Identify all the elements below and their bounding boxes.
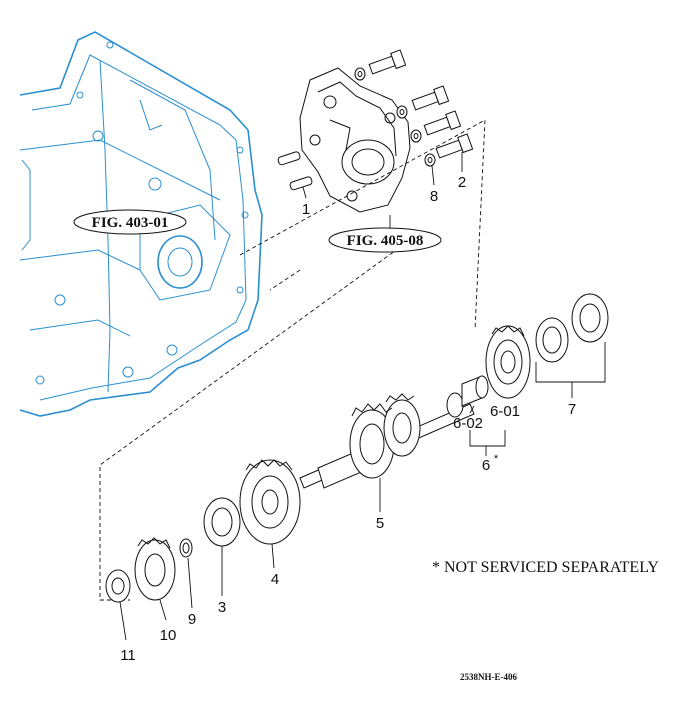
snap-ring (179, 538, 193, 558)
cover-bolts (368, 49, 474, 159)
callout-4: 4 (271, 571, 279, 588)
callouts: 1 2 8 5 4 3 9 10 11 6-02 6-01 6 * 7 (120, 174, 576, 664)
drawing-code: 2538NH-E-406 (460, 672, 517, 682)
bushing (461, 375, 489, 407)
large-gear (239, 459, 301, 545)
callout-6-01: 6-01 (490, 403, 520, 420)
callout-6-02: 6-02 (453, 415, 483, 432)
gear-6-01 (485, 325, 531, 399)
not-serviced-note: * NOT SERVICED SEPARATELY (432, 559, 659, 576)
bearing-11 (105, 569, 131, 603)
fig-ref-cover-label: FIG. 405-08 (347, 233, 424, 249)
callout-6-asterisk: * (494, 453, 499, 465)
main-shaft (299, 392, 475, 489)
callout-2: 2 (458, 174, 466, 191)
cover-assembly (299, 67, 411, 213)
fig-ref-housing-label: FIG. 403-01 (92, 215, 169, 231)
dowel-pins (277, 151, 313, 191)
callout-9: 9 (188, 611, 196, 628)
small-gear (134, 537, 176, 601)
bearing-3 (203, 497, 241, 547)
callout-10: 10 (160, 627, 177, 644)
callout-8: 8 (430, 188, 438, 205)
bearing-pair (535, 293, 609, 363)
callout-6: 6 (482, 457, 490, 474)
callout-3: 3 (218, 599, 226, 616)
callout-11: 11 (120, 647, 136, 664)
callout-7: 7 (568, 401, 576, 418)
cover-washers (354, 67, 436, 167)
fig-ref-cover[interactable]: FIG. 405-08 (328, 227, 442, 253)
transmission-housing (19, 31, 263, 417)
callout-5: 5 (376, 515, 384, 532)
callout-1: 1 (302, 201, 310, 218)
fig-ref-housing[interactable]: FIG. 403-01 (73, 209, 187, 235)
